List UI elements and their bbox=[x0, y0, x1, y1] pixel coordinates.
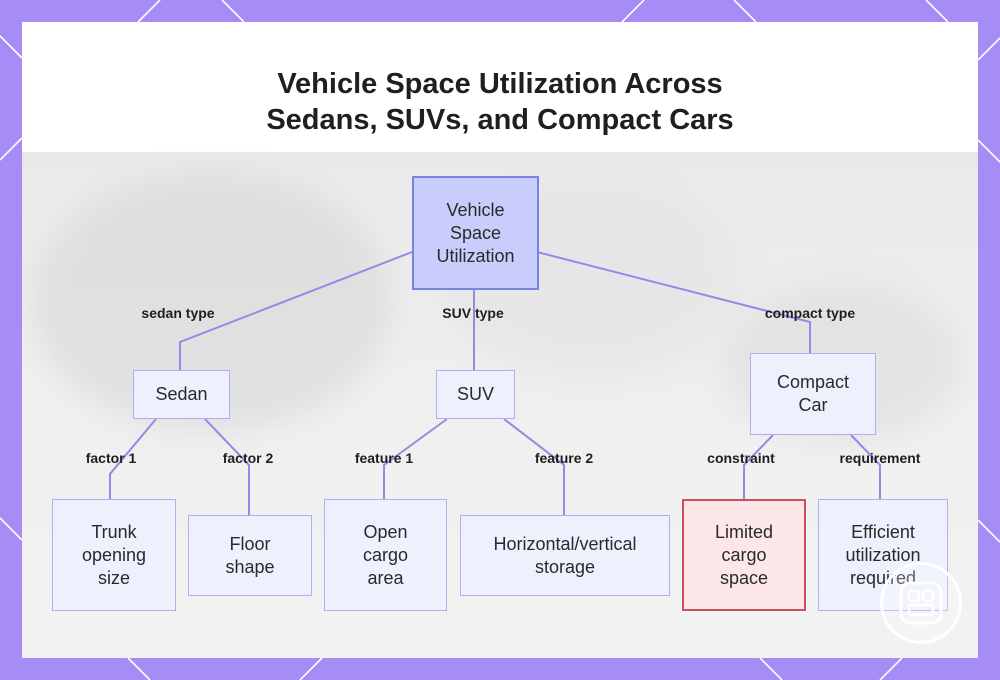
edge-label-feature-1: feature 1 bbox=[354, 450, 414, 466]
node-open-cargo-area: Open cargo area bbox=[324, 499, 447, 611]
node-label: Vehicle Space Utilization bbox=[436, 199, 515, 266]
node-label: Horizontal/vertical storage bbox=[493, 533, 637, 577]
connector-lines bbox=[109, 251, 881, 515]
app-grid-icon bbox=[899, 581, 943, 625]
node-label: Compact Car bbox=[776, 372, 850, 415]
node-label: Sedan bbox=[155, 384, 208, 404]
node-label: Trunk opening size bbox=[81, 521, 147, 588]
title-line-2: Sedans, SUVs, and Compact Cars bbox=[266, 104, 734, 136]
app-grid-badge[interactable] bbox=[880, 562, 962, 644]
node-compact-car: Compact Car bbox=[750, 353, 876, 435]
edge-root-sedan bbox=[179, 251, 413, 370]
node-label: Floor shape bbox=[225, 533, 275, 577]
node-label: Open cargo area bbox=[362, 521, 409, 588]
edge-sedan-floor bbox=[204, 418, 250, 515]
node-suv: SUV bbox=[436, 370, 515, 419]
edge-label-factor-2: factor 2 bbox=[222, 450, 274, 466]
edge-label-requirement: requirement bbox=[839, 450, 921, 466]
edge-label-sedan-type: sedan type bbox=[141, 305, 215, 321]
title-line-1: Vehicle Space Utilization Across bbox=[277, 68, 723, 100]
edge-label-factor-1: factor 1 bbox=[85, 450, 137, 466]
diagram-title: Vehicle Space Utilization Across Sedans,… bbox=[22, 66, 978, 138]
node-horizontal-vertical-storage: Horizontal/vertical storage bbox=[460, 515, 670, 596]
edge-suv-cargo bbox=[383, 418, 448, 499]
edge-label-compact-type: compact type bbox=[764, 305, 856, 321]
edge-sedan-trunk bbox=[109, 418, 157, 499]
node-limited-cargo-space: Limited cargo space bbox=[682, 499, 806, 611]
node-trunk-opening-size: Trunk opening size bbox=[52, 499, 176, 611]
diagram-card: Vehicle Space Utilization Across Sedans,… bbox=[22, 22, 978, 658]
node-sedan: Sedan bbox=[133, 370, 230, 419]
edge-label-suv-type: SUV type bbox=[442, 305, 504, 321]
node-label: SUV bbox=[456, 384, 494, 404]
edge-suv-storage bbox=[503, 418, 565, 515]
edge-compact-efficient bbox=[850, 434, 881, 499]
node-vehicle-space-utilization: Vehicle Space Utilization bbox=[412, 176, 539, 290]
edge-label-feature-2: feature 2 bbox=[534, 450, 594, 466]
edge-compact-limited bbox=[743, 434, 774, 499]
edge-root-compact bbox=[536, 251, 811, 354]
node-floor-shape: Floor shape bbox=[188, 515, 312, 596]
edge-label-constraint: constraint bbox=[707, 450, 775, 466]
node-label: Limited cargo space bbox=[714, 521, 774, 588]
